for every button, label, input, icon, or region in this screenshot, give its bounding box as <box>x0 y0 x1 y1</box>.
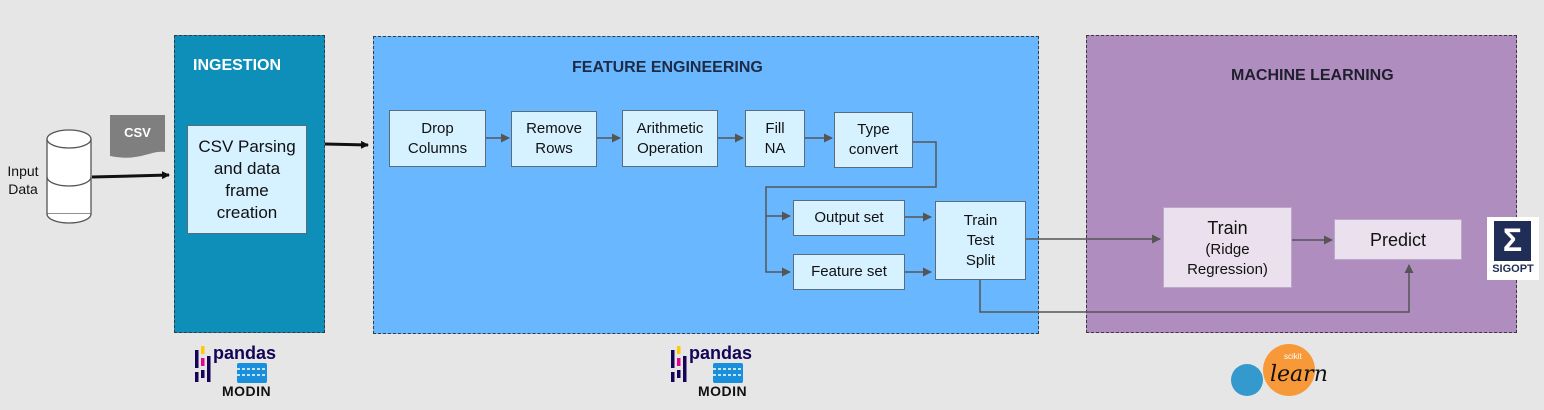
csv-parsing-box[interactable]: CSV Parsing and data frame creation <box>187 125 307 234</box>
sklearn-learn-text: learn <box>1270 362 1328 387</box>
pandas-logo-text-center: pandas <box>689 343 753 363</box>
csv-document-icon <box>110 115 165 158</box>
step-line2: Rows <box>535 140 573 157</box>
predict-box[interactable]: Predict <box>1334 219 1462 260</box>
database-icon <box>46 129 92 224</box>
step-line1: Fill <box>765 119 785 137</box>
split-line1: Train <box>963 211 998 229</box>
input-data-label: Input Data <box>2 162 44 198</box>
sklearn-scikit-text: scikit <box>1284 352 1302 361</box>
csv-parsing-line3: frame <box>225 180 269 200</box>
sigopt-logo-text: SIGOPT <box>1492 263 1534 275</box>
step-line2: convert <box>848 141 899 158</box>
step-line1: Remove <box>526 120 582 137</box>
machine-learning-title: MACHINE LEARNING <box>1231 67 1394 84</box>
feature-engineering-panel: FEATURE ENGINEERING <box>373 36 1039 334</box>
step-line1: Arithmetic <box>636 119 704 137</box>
step-fill-na[interactable]: Fill NA <box>745 110 805 167</box>
modin-logo-text-center: MODIN <box>698 383 748 399</box>
pandas-logo-mark-center <box>671 346 687 382</box>
pandas-logo-mark-left <box>195 346 211 382</box>
feature-engineering-title: FEATURE ENGINEERING <box>572 59 763 76</box>
csv-parsing-line1: CSV Parsing <box>198 136 296 156</box>
step-line2: Columns <box>407 139 468 157</box>
train-line2: (Ridge <box>1205 240 1250 258</box>
modin-logo-mark-center <box>713 363 743 383</box>
step-line1: Drop <box>421 119 454 137</box>
input-label-line1: Input <box>7 163 39 179</box>
output-set-box[interactable]: Output set <box>793 200 905 236</box>
train-ridge-regression-box[interactable]: Train (Ridge Regression) <box>1163 207 1292 288</box>
step-line1: Type <box>857 121 890 138</box>
train-line3: Regression) <box>1187 260 1268 278</box>
step-drop-columns[interactable]: Drop Columns <box>389 110 486 167</box>
sklearn-logo-mark <box>1231 344 1315 396</box>
sigopt-sigma-icon: Σ <box>1502 222 1523 258</box>
pandas-logo-text-left: pandas <box>213 343 277 363</box>
step-line2: Operation <box>637 139 703 157</box>
csv-parsing-line2: and data <box>213 158 281 178</box>
step-arithmetic-operation[interactable]: Arithmetic Operation <box>622 110 718 167</box>
csv-tag: CSV <box>124 125 151 140</box>
split-line3: Split <box>965 251 996 269</box>
input-label-line2: Data <box>8 181 38 197</box>
feature-set-box[interactable]: Feature set <box>793 254 905 290</box>
train-line1: Train <box>1207 217 1248 238</box>
machine-learning-panel: MACHINE LEARNING <box>1086 35 1517 333</box>
modin-logo-mark-left <box>237 363 267 383</box>
sigopt-logo-mark <box>1487 217 1539 280</box>
step-line2: NA <box>764 139 786 157</box>
ingestion-title: INGESTION <box>193 57 282 74</box>
train-test-split-box[interactable]: Train Test Split <box>935 201 1026 280</box>
modin-logo-text-left: MODIN <box>222 383 272 399</box>
step-remove-rows[interactable]: Remove Rows <box>511 111 597 167</box>
step-type-convert[interactable]: Type convert <box>834 112 913 168</box>
csv-parsing-line4: creation <box>216 202 278 222</box>
split-line2: Test <box>966 231 995 249</box>
